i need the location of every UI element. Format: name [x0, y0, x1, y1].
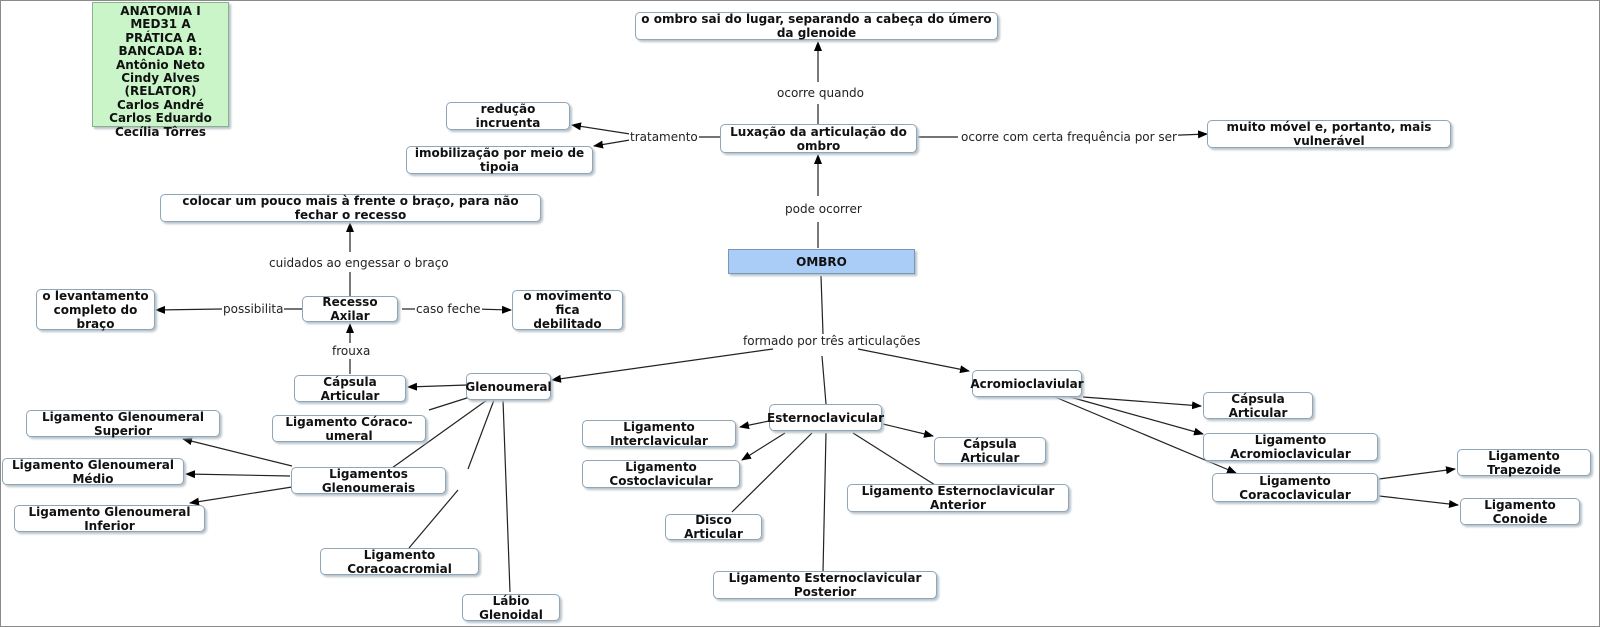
node-capsula-articular-esternoclavicular[interactable]: Cápsula Articular [934, 437, 1046, 465]
node-lig-glenoumeral-medio[interactable]: Ligamento Glenoumeral Médio [2, 458, 184, 486]
link-label-tratamento: tratamento [629, 130, 699, 144]
node-ombro-sai-do-lugar[interactable]: o ombro sai do lugar, separando a cabeça… [635, 12, 998, 40]
node-ligamento-trapezoide[interactable]: Ligamento Trapezoide [1457, 449, 1591, 477]
link-label-formado: formado por três articulações [742, 334, 922, 348]
link-label-cuidados: cuidados ao engessar o braço [268, 256, 450, 270]
node-acromioclavicular[interactable]: Acromioclaviular [970, 370, 1084, 397]
node-capsula-articular-glenoumeral[interactable]: Cápsula Articular [294, 375, 406, 403]
link-label-possibilita: possibilita [222, 302, 285, 316]
node-disco-articular[interactable]: Disco Articular [665, 513, 762, 541]
node-ligamento-coracoacromial[interactable]: Ligamento Coracoacromial [320, 548, 479, 576]
node-ligamento-acromioclavicular[interactable]: Ligamento Acromioclavicular [1203, 433, 1378, 461]
link-label-pode-ocorrer: pode ocorrer [784, 202, 863, 216]
node-ombro-root[interactable]: OMBRO [728, 249, 915, 274]
node-ligamento-interclavicular[interactable]: Ligamento Interclavicular [582, 420, 736, 448]
node-luxacao[interactable]: Luxação da articulação do ombro [720, 124, 917, 153]
link-label-caso-feche: caso feche [415, 302, 482, 316]
node-capsula-articular-acromioclavicular[interactable]: Cápsula Articular [1203, 392, 1313, 420]
node-reducao-incruenta[interactable]: redução incruenta [446, 102, 570, 130]
link-label-ocorre-quando: ocorre quando [776, 86, 866, 100]
node-colocar-braco[interactable]: colocar um pouco mais à frente o braço, … [160, 194, 541, 222]
credits-box: ANATOMIA I MED31 A PRÁTICA A BANCADA B: … [92, 2, 229, 138]
node-labio-glenoidal[interactable]: Lábio Glenoidal [462, 594, 560, 622]
node-esternoclavicular[interactable]: Esternoclavicular [767, 404, 884, 431]
node-ligamento-conoide[interactable]: Ligamento Conoide [1460, 498, 1580, 526]
node-recesso-axilar[interactable]: Recesso Axilar [302, 295, 398, 323]
node-ligamento-coracoclavicular[interactable]: Ligamento Coracoclavicular [1212, 473, 1378, 502]
link-label-frequencia: ocorre com certa frequência por ser [960, 130, 1178, 144]
node-lig-glenoumeral-inferior[interactable]: Ligamento Glenoumeral Inferior [14, 505, 205, 533]
link-label-frouxa: frouxa [331, 344, 372, 358]
node-muito-movel[interactable]: muito móvel e, portanto, mais vulnerável [1207, 120, 1451, 148]
node-glenoumeral[interactable]: Glenoumeral [465, 373, 552, 400]
node-ligamento-coraco-umeral[interactable]: Ligamento Córaco-umeral [272, 415, 426, 443]
node-ligamento-costoclavicular[interactable]: Ligamento Costoclavicular [582, 460, 740, 488]
node-lig-glenoumeral-superior[interactable]: Ligamento Glenoumeral Superior [26, 410, 220, 438]
node-ligamentos-glenoumerais[interactable]: Ligamentos Glenoumerais [291, 467, 446, 495]
node-lig-esternoclavicular-anterior[interactable]: Ligamento Esternoclavicular Anterior [847, 484, 1069, 512]
node-imobilizacao[interactable]: imobilização por meio de tipoia [406, 146, 593, 174]
node-levantamento[interactable]: o levantamento completo do braço [36, 289, 155, 331]
node-movimento-debilitado[interactable]: o movimento fica debilitado [512, 289, 623, 331]
node-lig-esternoclavicular-posterior[interactable]: Ligamento Esternoclavicular Posterior [713, 571, 937, 599]
